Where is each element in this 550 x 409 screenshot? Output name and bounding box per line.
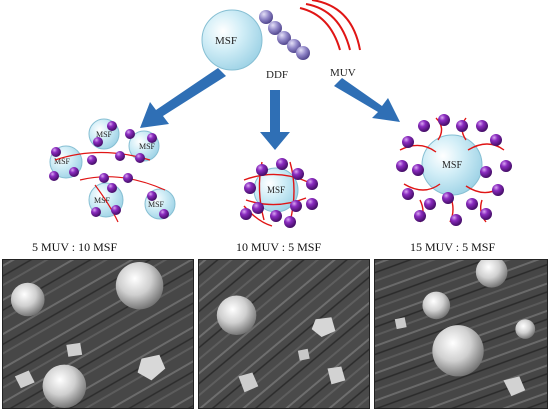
- panel-caption-2: 10 MUV : 5 MSF: [236, 240, 322, 254]
- cluster-left-msf-label-2: MSF: [139, 142, 156, 151]
- sem-image-3: [374, 259, 548, 409]
- arrow-center: [260, 90, 290, 150]
- ddf-bead-chain: [259, 10, 310, 60]
- muv-label: MUV: [330, 67, 356, 79]
- arrows: [140, 68, 400, 150]
- source-msf-label: MSF: [215, 35, 237, 47]
- assembly-diagram: MSF DDF MUV MSF MSF MSF MSF MSF: [49, 0, 512, 228]
- source-msf-sphere: MSF: [201, 9, 263, 71]
- cluster-left-msf-label-4: MSF: [94, 196, 111, 205]
- arrow-left: [140, 68, 226, 128]
- cluster-center-msf-label: MSF: [267, 185, 285, 195]
- cluster-center: MSF: [240, 158, 318, 228]
- arrow-right: [334, 78, 400, 122]
- panel-caption-3: 15 MUV : 5 MSF: [410, 240, 496, 254]
- sem-image-1: [2, 259, 194, 409]
- cluster-left-msf-label-5: MSF: [148, 200, 165, 209]
- cluster-left: MSF MSF MSF MSF MSF: [49, 118, 176, 223]
- cluster-right-msf-label: MSF: [442, 160, 462, 171]
- cluster-right: MSF: [396, 114, 512, 226]
- cluster-left-msf-label-3: MSF: [54, 157, 71, 166]
- panel-caption-1: 5 MUV : 10 MSF: [32, 240, 118, 254]
- muv-arcs: [299, 0, 361, 51]
- sem-image-2: [198, 259, 370, 409]
- cluster-left-msf-label-1: MSF: [96, 130, 113, 139]
- ddf-label: DDF: [266, 69, 288, 81]
